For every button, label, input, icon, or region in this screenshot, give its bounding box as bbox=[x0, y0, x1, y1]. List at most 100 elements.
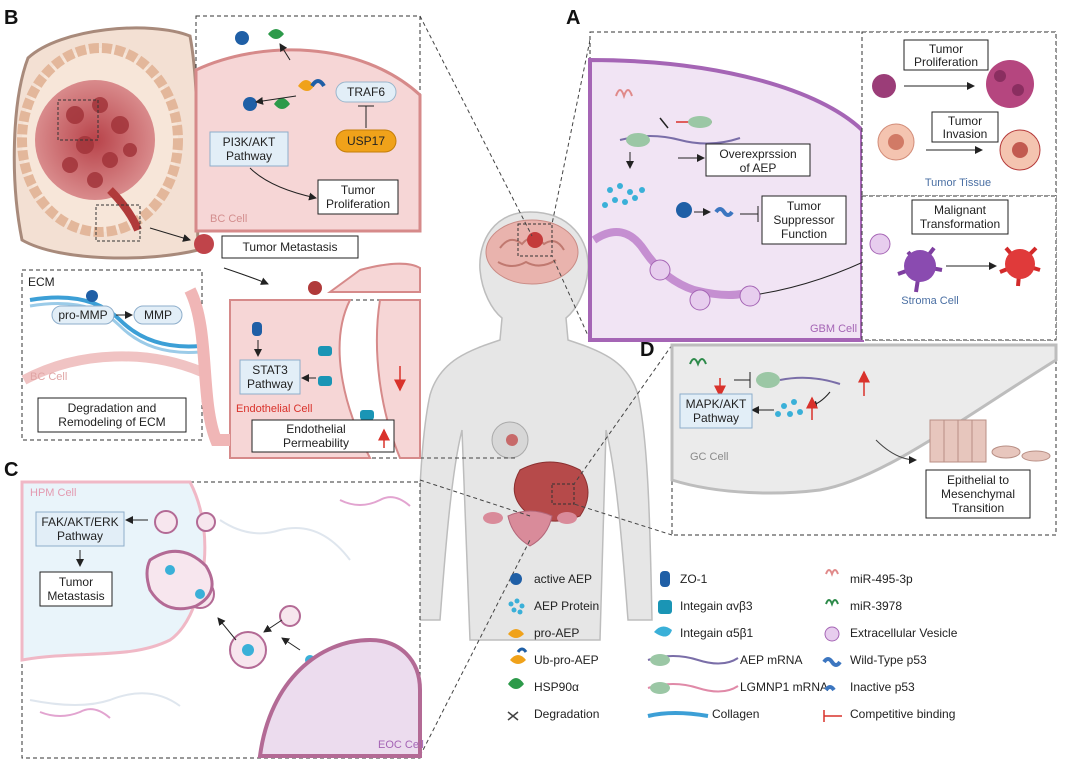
emt-line2: Mesenchymal bbox=[941, 487, 1015, 501]
legend-hsp90-icon bbox=[508, 678, 524, 689]
tumor-invasion-line1: Tumor bbox=[948, 114, 982, 128]
legend-collagen-icon bbox=[647, 711, 709, 718]
gbm-cell-label: GBM Cell bbox=[810, 323, 857, 335]
mmp-label: MMP bbox=[144, 308, 172, 322]
legend-wt-p53-icon bbox=[822, 657, 842, 667]
malignant-transformation-line1: Malignant bbox=[934, 203, 987, 217]
panel-letter-b: B bbox=[4, 7, 18, 29]
overexpression-line2: of AEP bbox=[740, 161, 777, 175]
mapk-akt-line1: MAPK/AKT bbox=[686, 397, 747, 411]
panel-a: Overexprssion of AEP Tumor Suppressor Fu… bbox=[588, 31, 1057, 342]
brain-tumor-icon bbox=[527, 232, 543, 248]
b-tumor-metastasis-label: Tumor Metastasis bbox=[243, 240, 338, 254]
a-tumor-proliferation-line2: Proliferation bbox=[914, 55, 978, 69]
pi3k-akt-box bbox=[209, 131, 289, 167]
stroma-cell-label: Stroma Cell bbox=[901, 295, 958, 307]
emt-box bbox=[925, 469, 1031, 519]
fak-akt-erk-box bbox=[35, 511, 125, 547]
legend-ub-pro-aep-icon bbox=[510, 655, 526, 664]
legend-integrin-avb3-icon bbox=[658, 600, 672, 614]
legend-aep-protein-icon bbox=[508, 598, 525, 615]
legend: active AEP AEP Protein pro-AEP Ub-pro-AE… bbox=[507, 569, 958, 722]
endothelial-cell-label: Endothelial Cell bbox=[236, 403, 312, 415]
c-tumor-metastasis-line1: Tumor bbox=[59, 575, 93, 589]
legend-col2-3: AEP mRNA bbox=[740, 653, 802, 667]
legend-col2-2: Integain α5β1 bbox=[680, 626, 754, 640]
fak-akt-erk-line1: FAK/AKT/ERK bbox=[41, 515, 118, 529]
legend-col1-0: active AEP bbox=[534, 572, 592, 586]
mir-3978-icon bbox=[689, 358, 707, 367]
brain-focus-box bbox=[517, 223, 553, 257]
legend-col3-5: Competitive binding bbox=[850, 707, 955, 721]
permeability-box bbox=[251, 419, 395, 453]
legend-col3-1: miR-3978 bbox=[850, 599, 902, 613]
b-tumor-proliferation-line1: Tumor bbox=[341, 183, 375, 197]
hsp90-icon bbox=[268, 29, 284, 39]
legend-col1-4: HSP90α bbox=[534, 680, 579, 694]
usp17-badge bbox=[335, 129, 397, 153]
traf6-badge bbox=[335, 81, 397, 103]
legend-col3-4: Inactive p53 bbox=[850, 680, 915, 694]
pro-mmp-label: pro-MMP bbox=[58, 308, 107, 322]
legend-active-aep-icon bbox=[510, 573, 522, 585]
traf6-label: TRAF6 bbox=[347, 85, 385, 99]
emt-line3: Transition bbox=[952, 501, 1004, 515]
gc-cell-label: GC Cell bbox=[690, 451, 729, 463]
legend-vesicle-icon bbox=[824, 626, 840, 642]
connector-lines bbox=[419, 15, 673, 757]
fak-akt-erk-line2: Pathway bbox=[57, 529, 103, 543]
legend-col2-0: ZO-1 bbox=[680, 572, 708, 586]
stat3-line1: STAT3 bbox=[252, 363, 288, 377]
a-tumor-proliferation-line1: Tumor bbox=[929, 42, 963, 56]
legend-col2-1: Integain αvβ3 bbox=[680, 599, 753, 613]
legend-col2-4: LGMNP1 mRNA bbox=[740, 680, 828, 694]
b-tumor-proliferation-box bbox=[317, 179, 399, 215]
degradation-box bbox=[37, 397, 187, 433]
eoc-cell-label: EOC Cell bbox=[378, 739, 424, 751]
b-tumor-metastasis-box bbox=[221, 235, 359, 259]
legend-mir-495-icon bbox=[825, 569, 839, 577]
legend-col1-2: pro-AEP bbox=[534, 626, 579, 640]
b-bc-cell-label-bottom: BC Cell bbox=[30, 371, 67, 383]
panel-letter-a: A bbox=[566, 7, 580, 29]
b-bc-cell-label-top: BC Cell bbox=[210, 213, 247, 225]
legend-integrin-a5b1-icon bbox=[654, 626, 672, 637]
emt-line1: Epithelial to bbox=[947, 473, 1009, 487]
c-tumor-metastasis-box bbox=[39, 571, 113, 607]
degradation-line1: Degradation and bbox=[68, 401, 157, 415]
pro-mmp-badge bbox=[51, 305, 115, 325]
overexpression-line1: Overexprssion bbox=[719, 147, 796, 161]
legend-col1-3: Ub-pro-AEP bbox=[534, 653, 599, 667]
tumor-suppressor-line3: Function bbox=[781, 227, 827, 241]
legend-col2-5: Collagen bbox=[712, 707, 759, 721]
aep-protein-icon bbox=[602, 183, 645, 208]
overexpression-box bbox=[705, 143, 811, 177]
panel-d: MAPK/AKT Pathway GC Cell Epithelial to M… bbox=[670, 343, 1058, 536]
metastatic-cell-icon bbox=[194, 234, 214, 254]
panel-letter-c: C bbox=[4, 459, 18, 481]
c-tumor-metastasis-line2: Metastasis bbox=[47, 589, 104, 603]
mapk-akt-box bbox=[679, 393, 753, 429]
a-tumor-proliferation-box bbox=[903, 39, 989, 71]
degradation-line2: Remodeling of ECM bbox=[58, 415, 165, 429]
legend-col1-1: AEP Protein bbox=[534, 599, 599, 613]
epithelial-cells bbox=[929, 419, 1051, 463]
malignant-transformation-box bbox=[911, 199, 1009, 235]
brain-icon bbox=[485, 219, 579, 285]
tumor-invasion-line2: Invasion bbox=[943, 127, 988, 141]
legend-pro-aep-icon bbox=[508, 629, 524, 638]
ecm-label: ECM bbox=[28, 275, 55, 289]
tumor-tissue-label: Tumor Tissue bbox=[925, 177, 991, 189]
legend-col3-2: Extracellular Vesicle bbox=[850, 626, 958, 640]
pi3k-akt-line2: Pathway bbox=[226, 149, 272, 163]
mir-495-icon bbox=[615, 89, 633, 100]
permeability-line2: Permeability bbox=[283, 436, 349, 450]
legend-zo1-icon bbox=[660, 571, 670, 587]
panel-c: HPM Cell FAK/AKT/ERK Pathway Tumor Metas… bbox=[20, 480, 424, 759]
usp17-label: USP17 bbox=[347, 134, 385, 148]
legend-col3-0: miR-495-3p bbox=[850, 572, 913, 586]
mmp-badge bbox=[133, 305, 183, 325]
permeability-line1: Endothelial bbox=[286, 422, 345, 436]
panel-letter-d: D bbox=[640, 339, 654, 361]
tumor-suppressor-box bbox=[761, 195, 847, 245]
